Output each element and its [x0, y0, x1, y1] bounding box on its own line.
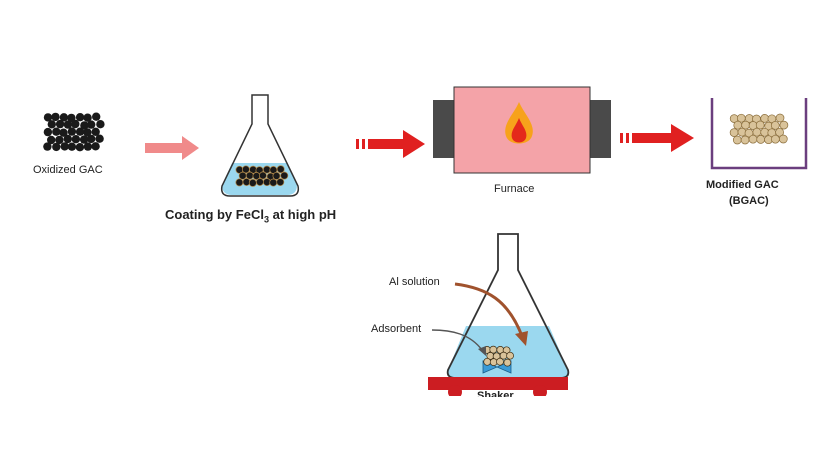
- particle: [60, 142, 69, 151]
- particle: [67, 113, 76, 123]
- particle: [748, 134, 758, 144]
- oxidized-gac-label: Oxidized GAC: [33, 164, 103, 176]
- particle: [43, 142, 52, 151]
- particle: [280, 171, 289, 180]
- particle: [80, 121, 89, 130]
- particle: [732, 135, 742, 145]
- particle: [95, 134, 104, 143]
- adsorbent-arrow: [431, 329, 486, 356]
- particle: [778, 134, 788, 144]
- particle: [75, 143, 85, 152]
- particle: [43, 113, 53, 122]
- red-arrow-2: [620, 124, 694, 152]
- particle: [83, 128, 92, 137]
- pink-arrow: [145, 136, 199, 160]
- particle: [733, 120, 743, 130]
- particle: [43, 127, 53, 137]
- particle: [276, 165, 285, 174]
- particle: [79, 135, 89, 144]
- particle: [483, 357, 492, 366]
- particle: [75, 113, 85, 122]
- particle: [496, 357, 504, 366]
- particle: [47, 120, 56, 129]
- particle: [87, 134, 96, 144]
- coating-label-prefix: Coating by FeCl: [165, 207, 264, 222]
- particle: [59, 113, 69, 122]
- particle: [71, 119, 80, 129]
- particle: [489, 358, 498, 366]
- red-arrow-1: [356, 130, 425, 158]
- particle: [92, 112, 101, 121]
- coating-label-sub: 3: [263, 214, 270, 225]
- particle: [67, 142, 77, 151]
- particle: [775, 127, 784, 137]
- particle: [63, 134, 72, 144]
- particle: [51, 112, 60, 122]
- furnace-label: Furnace: [494, 183, 535, 195]
- particle: [770, 121, 780, 130]
- adsorbent-label: Adsorbent: [371, 323, 422, 335]
- particle: [775, 113, 785, 123]
- particle: [55, 135, 64, 145]
- oxidized-gac-particles: [43, 112, 105, 152]
- furnace-icon: [433, 86, 611, 174]
- particle: [91, 142, 100, 151]
- adsorption-flask-icon: [446, 233, 570, 379]
- particle: [755, 120, 765, 130]
- particle: [506, 351, 514, 360]
- particle: [59, 128, 68, 137]
- particle: [75, 127, 85, 136]
- coating-label: Coating by FeCl3 at high pH: [165, 207, 336, 225]
- al-solution-arrow: [454, 282, 528, 346]
- shaker-icon: [428, 377, 568, 399]
- bgac-label: (BGAC): [729, 195, 769, 207]
- particle: [255, 178, 264, 186]
- particle: [741, 120, 750, 130]
- shaker-label: Shaker: [477, 390, 514, 397]
- particle: [52, 127, 61, 136]
- particle: [71, 135, 81, 144]
- bgac-particles: [729, 113, 789, 145]
- modified-gac-beaker: [710, 98, 808, 170]
- particle: [63, 120, 73, 129]
- particle: [771, 134, 780, 144]
- adsorbent-particles: [483, 345, 514, 367]
- particle: [238, 171, 247, 180]
- modified-gac-label: Modified GAC: [706, 179, 779, 191]
- flask-particles: [235, 165, 289, 187]
- particle: [489, 345, 498, 354]
- particle: [91, 127, 100, 136]
- particle: [67, 127, 77, 136]
- coating-flask-icon: [220, 94, 300, 197]
- particle: [276, 178, 285, 187]
- particle: [729, 128, 739, 137]
- particle: [779, 120, 789, 130]
- particle: [235, 178, 244, 187]
- al-solution-label: Al solution: [389, 276, 440, 288]
- particle: [248, 178, 257, 187]
- particle: [87, 120, 96, 129]
- particle: [47, 135, 56, 145]
- particle: [55, 119, 65, 129]
- particle: [83, 142, 93, 151]
- particle: [245, 171, 254, 180]
- particle: [83, 113, 92, 122]
- particle: [96, 120, 105, 129]
- particle: [503, 358, 512, 367]
- particle: [258, 171, 267, 180]
- particle: [272, 171, 281, 180]
- particle: [756, 135, 766, 144]
- coating-label-suffix: at high pH: [269, 207, 337, 222]
- particle: [269, 178, 278, 187]
- particle: [740, 135, 750, 145]
- particle: [52, 142, 61, 152]
